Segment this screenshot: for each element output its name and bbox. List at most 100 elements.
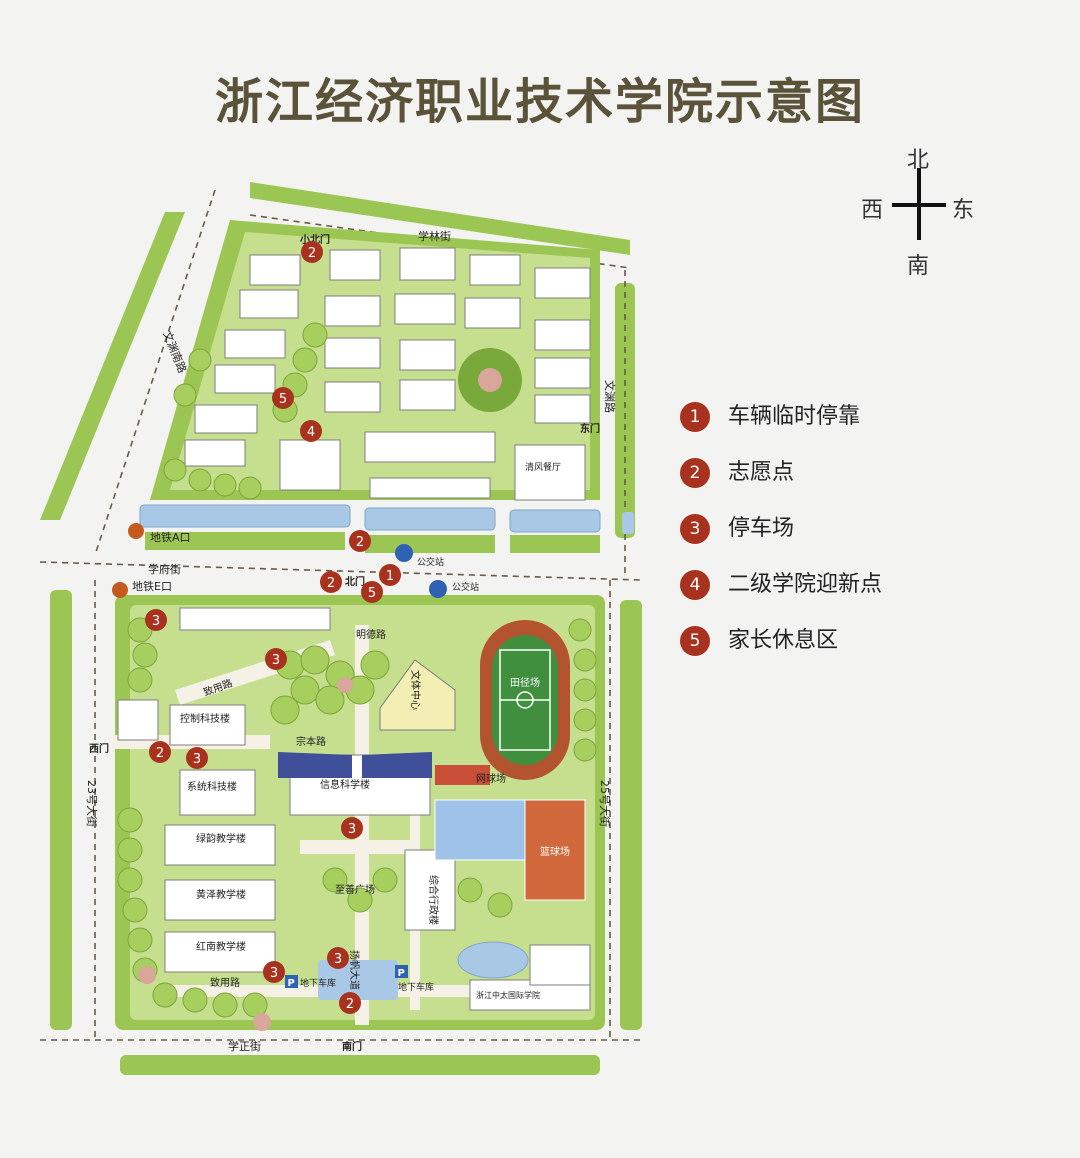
map-marker-number: 2 [156, 746, 164, 761]
bus-stop-2: 公交站 [429, 580, 479, 598]
map-marker-number: 3 [334, 952, 342, 967]
map-marker-number: 5 [368, 586, 376, 601]
legend-marker-1: 1 [680, 402, 710, 432]
map-marker-3: 3 [145, 609, 167, 631]
metro-a-label: 地铁A口 [150, 531, 191, 544]
gate-north: 北门 [345, 575, 365, 588]
map-marker-circle [379, 564, 401, 586]
map-marker-circle [361, 581, 383, 603]
legend-marker-3: 3 [680, 514, 710, 544]
parking-symbol-west: P [288, 978, 295, 989]
map-title: 浙江经济职业技术学院示意图 [214, 74, 865, 130]
gate-east: 东门 [580, 422, 600, 435]
map-marker-circle [300, 420, 322, 442]
compass-west: 西 [861, 198, 884, 223]
map-marker-number: 3 [270, 966, 278, 981]
legend-label-5: 家长休息区 [728, 628, 839, 653]
road-zongben: 宗本路 [296, 735, 326, 748]
legend-marker-4: 4 [680, 570, 710, 600]
map-marker-3: 3 [327, 947, 349, 969]
legend-marker-2: 2 [680, 458, 710, 488]
road-mingde: 明德路 [356, 628, 386, 641]
parking-label-east: 地下车库 [398, 981, 434, 993]
map-marker-1: 1 [379, 564, 401, 586]
legend-label-3: 停车场 [728, 516, 795, 541]
compass-east: 东 [952, 198, 975, 223]
map-marker-2: 2 [320, 571, 342, 593]
building-lvyun: 绿韵教学楼 [196, 832, 246, 845]
building-xinxi: 信息科学楼 [320, 778, 370, 791]
map-marker-2: 2 [301, 241, 323, 263]
building-tianjing: 田径场 [510, 676, 540, 689]
road-label-23: 23号大街 [85, 780, 99, 827]
square-zhishan: 至善广场 [335, 883, 375, 896]
road-label-25: 25号大街 [598, 780, 612, 827]
building-jiaoyu: 浙江中太国际学院 [476, 990, 540, 1000]
compass-icon [892, 168, 946, 240]
building-hongnan: 红南教学楼 [196, 940, 246, 953]
north-campus [150, 220, 600, 501]
map-marker-circle [272, 387, 294, 409]
road-label-wenyuan-south: 文渊南路 [160, 329, 189, 375]
compass-north: 北 [907, 148, 930, 173]
road-label-xuezheng: 学正街 [228, 1039, 261, 1053]
building-kongzhi: 控制科技楼 [180, 712, 230, 725]
compass-south: 南 [907, 254, 930, 279]
building-lanqiu: 篮球场 [540, 845, 570, 858]
road-yangfan: 扬帆大道 [348, 950, 361, 990]
road-zhiyong-south: 致用路 [210, 976, 240, 989]
south-campus [110, 595, 605, 1031]
map-marker-circle [320, 571, 342, 593]
map-marker-circle [265, 648, 287, 670]
map-marker-4: 4 [300, 420, 322, 442]
map-marker-number: 3 [193, 752, 201, 767]
road-label-wenyuan: 文渊路 [603, 380, 617, 413]
legend-label-4: 二级学院迎新点 [728, 572, 883, 597]
canal [139, 504, 634, 553]
map-marker-circle [149, 741, 171, 763]
map-marker-5: 5 [361, 581, 383, 603]
building-zonghe: 综合行政楼 [427, 875, 440, 925]
map-marker-2: 2 [149, 741, 171, 763]
map-marker-3: 3 [186, 747, 208, 769]
legend-label-2: 志愿点 [728, 460, 795, 485]
parking-east: P 地下车库 [395, 965, 434, 993]
map-marker-circle [263, 961, 285, 983]
bus-stop-label-2: 公交站 [452, 581, 479, 593]
building-wenti: 文体中心 [409, 670, 422, 710]
map-marker-circle [186, 747, 208, 769]
bus-stop-label-1: 公交站 [417, 556, 444, 568]
map-marker-number: 5 [279, 392, 287, 407]
roadside-greenery [40, 182, 642, 1075]
map-marker-3: 3 [341, 817, 363, 839]
map-marker-number: 3 [348, 822, 356, 837]
map-marker-number: 2 [327, 576, 335, 591]
map-marker-number: 4 [307, 425, 315, 440]
road-label-xuefu: 学府街 [148, 562, 181, 576]
metro-a: 地铁A口 [128, 523, 191, 544]
legend-marker-5: 5 [680, 626, 710, 656]
gate-south: 南门 [342, 1040, 362, 1053]
map-marker-2: 2 [349, 530, 371, 552]
building-shitang: 清风餐厅 [525, 461, 561, 473]
map-marker-circle [327, 947, 349, 969]
parking-label-west: 地下车库 [300, 977, 336, 989]
metro-e: 地铁E口 [112, 580, 172, 598]
building-xitong: 系统科技楼 [187, 780, 237, 793]
map-marker-number: 2 [356, 535, 364, 550]
map-marker-5: 5 [272, 387, 294, 409]
metro-e-label: 地铁E口 [132, 580, 172, 593]
building-wangqiu: 网球场 [476, 772, 506, 785]
map-marker-circle [301, 241, 323, 263]
map-marker-2: 2 [339, 992, 361, 1014]
map-marker-circle [341, 817, 363, 839]
map-marker-3: 3 [263, 961, 285, 983]
map-marker-circle [349, 530, 371, 552]
bus-stop-1: 公交站 [395, 544, 444, 568]
map-marker-circle [339, 992, 361, 1014]
map-marker-number: 1 [386, 569, 394, 584]
map-marker-number: 3 [152, 614, 160, 629]
road-label-xuelin: 学林街 [418, 229, 451, 243]
map-marker-number: 2 [308, 246, 316, 261]
building-huangze: 黄泽教学楼 [196, 888, 246, 901]
